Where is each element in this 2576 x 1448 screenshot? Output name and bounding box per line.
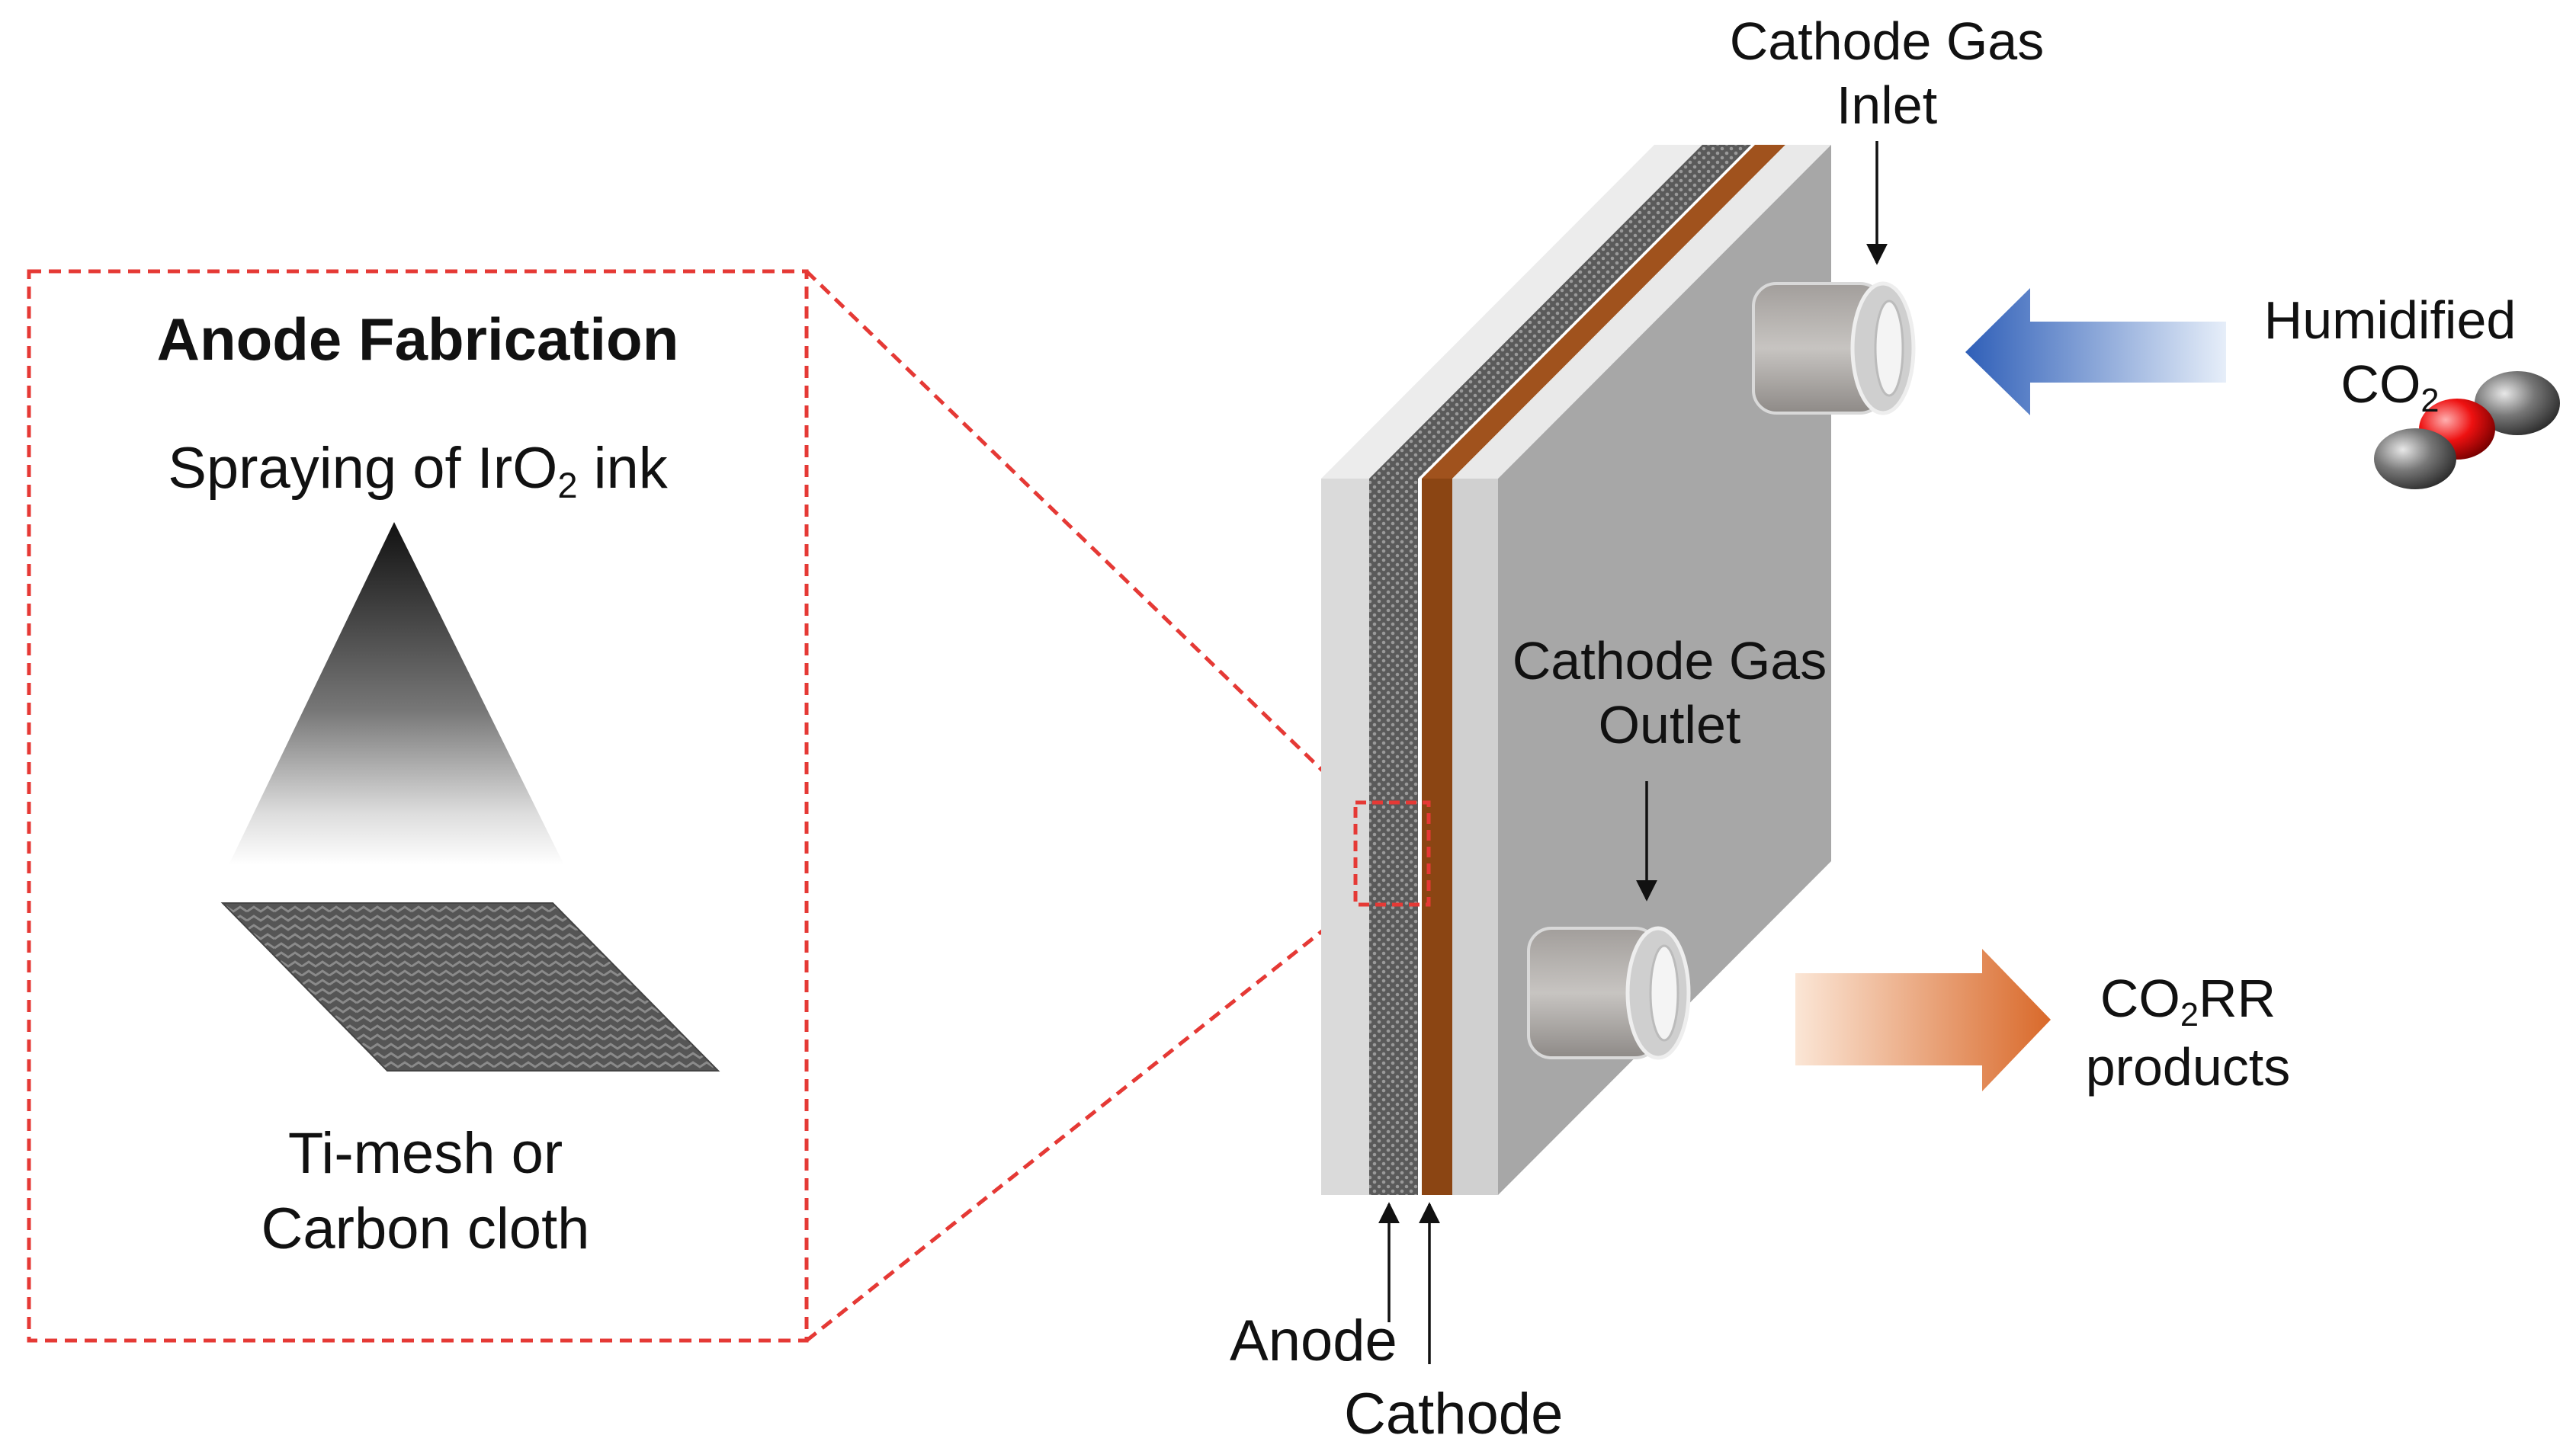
cathode-gas-inlet-port bbox=[1752, 281, 1916, 415]
zoom-region-box bbox=[1353, 800, 1431, 907]
spray-cone-icon bbox=[229, 522, 564, 865]
products-label: CO2RR products bbox=[2058, 966, 2318, 1099]
cathode-layer-front bbox=[1422, 479, 1452, 1195]
spray-label: Spraying of IrO2 ink bbox=[44, 437, 791, 505]
feed-label-line1: Humidified bbox=[2263, 290, 2517, 350]
inlet-label: Cathode Gas Inlet bbox=[1635, 9, 2138, 137]
feed-arrow-icon bbox=[1965, 288, 2226, 415]
substrate-label: Ti-mesh or Carbon cloth bbox=[44, 1116, 807, 1267]
zoom-line-bottom bbox=[805, 903, 1357, 1342]
feed-co-text: CO bbox=[2340, 354, 2421, 414]
spray-label-suffix: ink bbox=[577, 436, 668, 501]
cathode-layer-top bbox=[1422, 145, 1785, 479]
anode-endplate-top bbox=[1321, 145, 1702, 479]
cathode-endplate-top bbox=[1452, 145, 1831, 479]
feed-co-sub: 2 bbox=[2420, 383, 2440, 420]
products-label-line1: CO2RR bbox=[2058, 966, 2318, 1035]
product-arrow-icon bbox=[1795, 949, 2051, 1091]
products-co-text: CO bbox=[2100, 969, 2180, 1028]
anode-layer-top bbox=[1369, 145, 1751, 479]
products-rr-text: RR bbox=[2199, 969, 2276, 1028]
inlet-label-line2: Inlet bbox=[1836, 75, 1938, 135]
outlet-label-line2: Outlet bbox=[1598, 695, 1741, 754]
spray-label-sub: 2 bbox=[557, 465, 578, 506]
inset-title-text: Anode Fabrication bbox=[156, 306, 679, 373]
anode-endplate-front bbox=[1321, 479, 1369, 1195]
cathode-gas-outlet-port bbox=[1527, 926, 1691, 1060]
substrate-label-line1: Ti-mesh or bbox=[287, 1121, 563, 1186]
feed-label-line2: CO2 bbox=[2230, 352, 2550, 421]
anode-label: Anode bbox=[1230, 1309, 1397, 1373]
zoom-line-top bbox=[805, 270, 1357, 804]
products-co-sub: 2 bbox=[2180, 997, 2199, 1034]
inset-title: Anode Fabrication bbox=[44, 306, 791, 373]
spray-label-text: Spraying of IrO bbox=[168, 436, 558, 501]
mesh-substrate-icon bbox=[220, 902, 720, 1072]
outlet-label-line1: Cathode Gas bbox=[1512, 631, 1827, 690]
inlet-label-line1: Cathode Gas bbox=[1729, 11, 2045, 71]
cathode-label: Cathode bbox=[1344, 1382, 1564, 1446]
substrate-label-line2: Carbon cloth bbox=[261, 1196, 590, 1261]
feed-label: Humidified CO2 bbox=[2230, 288, 2550, 421]
anode-fabrication-inset-box bbox=[27, 269, 809, 1343]
products-label-line2: products bbox=[2085, 1037, 2291, 1097]
cathode-endplate-edge bbox=[1452, 479, 1498, 1195]
anode-layer-front bbox=[1369, 479, 1418, 1195]
outlet-label: Cathode Gas Outlet bbox=[1418, 629, 1921, 757]
co2-molecule-icon bbox=[2374, 371, 2560, 489]
